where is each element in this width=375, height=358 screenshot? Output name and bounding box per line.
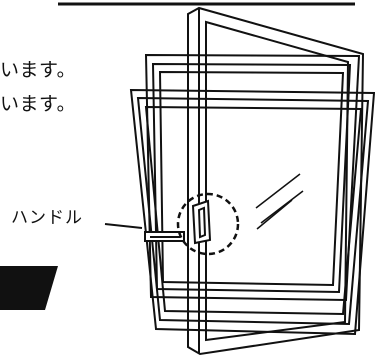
window-sash-turned (144, 53, 361, 302)
glass-reflection (255, 173, 304, 230)
black-tab-marker (0, 266, 58, 310)
window-sash-tilted (129, 88, 375, 336)
handle-label: ハンドル (11, 208, 83, 228)
handle-drawing (144, 199, 212, 245)
instruction-text-line-2: います。 (0, 93, 77, 115)
window-outer-frame (187, 6, 365, 356)
instruction-text-line-1: います。 (0, 59, 77, 81)
handle-callout (104, 192, 240, 256)
